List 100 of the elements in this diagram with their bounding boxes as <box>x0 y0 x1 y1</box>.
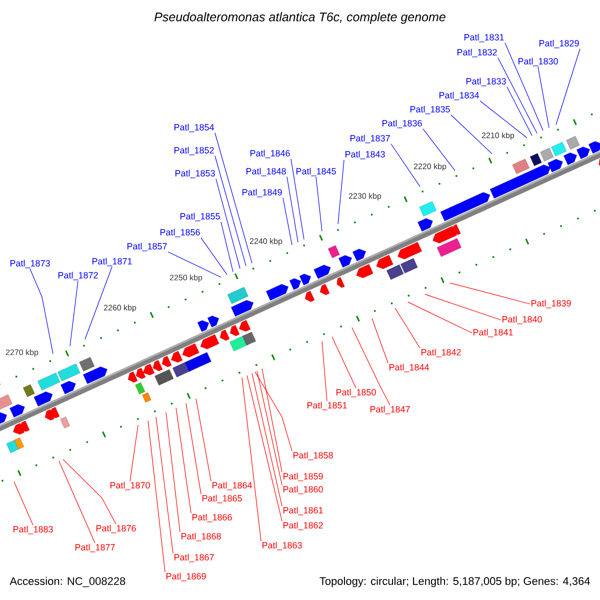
gene-label: Patl_1856 <box>160 228 200 238</box>
gene-label: Patl_1837 <box>350 134 390 144</box>
scale-label: 2260 kbp <box>104 304 136 312</box>
leader-line <box>504 42 544 131</box>
gene-label: Patl_1883 <box>13 526 53 534</box>
gene-label: Patl_1832 <box>457 48 497 58</box>
gene-label: Patl_1863 <box>262 542 302 550</box>
gene-label: Patl_1853 <box>175 170 215 178</box>
leader-line <box>30 268 54 354</box>
gene-label: Patl_1877 <box>75 544 115 552</box>
gene-label: Patl_1841 <box>473 328 513 338</box>
leader-line <box>538 66 550 128</box>
leader-line <box>70 280 78 346</box>
leader-line <box>62 459 116 524</box>
leader-line <box>216 178 240 269</box>
gene-label: Patl_1855 <box>180 212 220 222</box>
leader-line <box>148 420 166 572</box>
leader-line <box>166 412 180 532</box>
gene-label: Patl_1848 <box>246 168 286 176</box>
gene-label: Patl_1858 <box>293 452 333 460</box>
leader-line <box>246 375 282 522</box>
gene-label: Patl_1866 <box>192 514 232 522</box>
leader-line <box>262 368 282 472</box>
gene-label: Patl_1833 <box>466 78 506 86</box>
leader-line <box>254 372 292 452</box>
gene-label: Patl_1845 <box>296 168 336 176</box>
leader-line <box>176 408 192 514</box>
leader-line <box>408 302 472 334</box>
gene-label: Patl_1839 <box>531 300 571 308</box>
leader-line <box>214 132 252 264</box>
gene-label: Patl_1854 <box>174 124 214 132</box>
scale-label: 2250 kbp <box>170 274 202 282</box>
leader-line <box>372 318 388 364</box>
leader-line <box>424 294 502 320</box>
leader-line <box>450 114 492 154</box>
leader-line <box>556 48 580 125</box>
gene-label: Patl_1876 <box>96 524 136 534</box>
leader-line <box>394 308 420 348</box>
gene-label: Patl_1861 <box>283 506 323 516</box>
gene-label: Patl_1831 <box>464 34 504 42</box>
gene-label: Patl_1851 <box>307 402 347 410</box>
leader-line <box>506 86 532 136</box>
gene-label: Patl_1836 <box>382 120 422 128</box>
leader-line <box>200 238 228 275</box>
leader-line <box>352 327 390 406</box>
leader-line <box>332 336 356 388</box>
title: Pseudoalteromonas atlantica T6c, complete genome <box>154 12 446 24</box>
gene-label: Patl_1869 <box>166 572 206 582</box>
leader-line <box>156 416 174 554</box>
leader-line <box>422 128 456 171</box>
gene-label: Patl_1873 <box>10 260 50 268</box>
gene-label: Patl_1871 <box>92 258 132 266</box>
scale-label: 2270 kbp <box>6 349 38 357</box>
leader-line <box>14 481 34 526</box>
scale-label: 2230 kbp <box>348 192 382 200</box>
footer-text: Topology: circular; Length: 5,187,005 bp; Genes: 4,364 <box>320 576 590 588</box>
leader-line <box>168 252 222 278</box>
leader-line <box>186 402 202 494</box>
leader-line <box>480 100 528 138</box>
leader-line <box>130 424 138 482</box>
leader-line <box>252 372 282 506</box>
gene-label: Patl_1865 <box>202 494 242 504</box>
leader-line <box>338 160 344 224</box>
gene-label: Patl_1830 <box>518 58 558 66</box>
leader-line <box>390 144 420 187</box>
leader-line <box>242 377 262 542</box>
leader-line <box>214 156 246 266</box>
gene-label: Patl_1872 <box>58 272 98 280</box>
gene-label: Patl_1835 <box>410 106 450 114</box>
gene-label: Patl_1862 <box>283 522 323 530</box>
leader-line <box>84 266 112 340</box>
gene-label: Patl_1847 <box>370 406 410 414</box>
gene-label: Patl_1829 <box>539 40 579 48</box>
gene-label: Patl_1846 <box>250 150 290 158</box>
leader-line <box>290 158 304 240</box>
gene-label: Patl_1849 <box>242 188 282 198</box>
leader-line <box>316 176 322 232</box>
gene-label: Patl_1860 <box>283 486 323 494</box>
leader-line <box>286 176 298 242</box>
leader-line <box>498 58 538 134</box>
leader-line <box>322 340 328 402</box>
gene-label: Patl_1843 <box>345 150 385 160</box>
leader-line <box>282 198 292 246</box>
gene-label: Patl_1844 <box>389 364 429 372</box>
leader-line <box>256 370 282 486</box>
leader-line <box>220 222 234 272</box>
scale-label: 2210 kbp <box>482 132 514 140</box>
footer-text: Accession: NC_008228 <box>10 576 126 588</box>
gene-label: Patl_1840 <box>502 316 542 324</box>
gene-label: Patl_1870 <box>110 482 150 490</box>
gene-label: Patl_1842 <box>421 348 461 358</box>
leader-line <box>58 460 96 544</box>
gene-label: Patl_1859 <box>283 472 323 482</box>
gene-label: Patl_1857 <box>127 242 167 252</box>
gene-label: Patl_1864 <box>212 482 252 490</box>
leader-line <box>450 282 530 304</box>
scale-label: 2220 kbp <box>414 163 446 171</box>
gene-label: Patl_1834 <box>439 92 479 100</box>
gene-label: Patl_1867 <box>174 554 214 562</box>
gene-label: Patl_1868 <box>181 532 221 542</box>
